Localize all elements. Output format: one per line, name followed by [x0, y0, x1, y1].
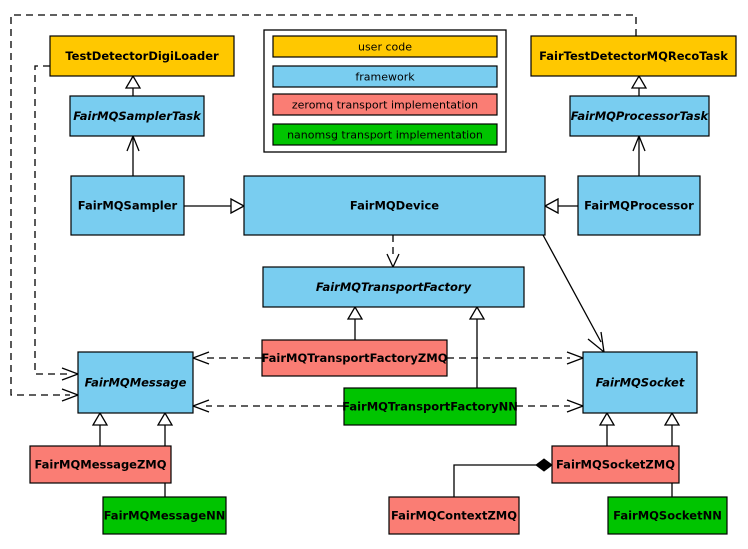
class-node-FairMQMessageNN[interactable]: FairMQMessageNN [102, 496, 227, 535]
class-box-FairMQContextZMQ[interactable] [388, 496, 520, 535]
legend-swatch-nanomsg [272, 123, 498, 146]
class-label-FairMQSocketNN: FairMQSocketNN [613, 509, 722, 523]
edge-contextzmq-to-socketzmq [453, 464, 536, 497]
arrowhead-factoryzmq-to-transportfactory [346, 305, 364, 320]
arrowhead-socketnn-to-socket [663, 411, 681, 426]
legend-swatch-framework [272, 65, 498, 88]
class-label-FairMQContextZMQ: FairMQContextZMQ [391, 509, 517, 523]
node-layer: TestDetectorDigiLoader FairTestDetectorMQ… [29, 35, 737, 535]
class-label-FairMQProcessor: FairMQProcessor [584, 199, 694, 213]
arrowhead-factorynn-to-transportfactory [468, 305, 486, 320]
class-node-FairMQSocket[interactable]: FairMQSocket [582, 351, 698, 414]
class-box-FairMQTransportFactoryNN[interactable] [343, 387, 517, 426]
class-node-FairMQTransportFactory[interactable]: FairMQTransportFactory [262, 266, 525, 308]
arrowhead-socketzmq-to-socket [598, 411, 616, 426]
class-label-FairMQSocketZMQ: FairMQSocketZMQ [556, 458, 675, 472]
arrowhead-processortask-to-recotask [630, 74, 648, 89]
class-box-FairMQSocketNN[interactable] [607, 496, 728, 535]
class-label-FairMQTransportFactory: FairMQTransportFactory [316, 280, 472, 294]
arrowhead-samplertask-to-digiloader [124, 74, 142, 89]
class-label-TestDetectorDigiLoader: TestDetectorDigiLoader [65, 49, 219, 63]
class-node-FairTestDetectorMQRecoTask[interactable]: FairTestDetectorMQRecoTask [530, 35, 737, 77]
class-node-TestDetectorDigiLoader[interactable]: TestDetectorDigiLoader [49, 35, 235, 77]
class-label-FairMQMessageZMQ: FairMQMessageZMQ [34, 458, 166, 472]
class-label-FairMQSampler: FairMQSampler [78, 199, 178, 213]
class-label-FairMQMessageNN: FairMQMessageNN [104, 509, 226, 523]
legend-item-zeromq: zeromq transport implementation [272, 93, 498, 116]
edge-digiloader-to-message [34, 65, 70, 375]
arrowhead-messagezmq-to-message [91, 411, 109, 426]
class-box-FairMQMessage[interactable] [77, 351, 194, 414]
class-node-FairMQMessage[interactable]: FairMQMessage [77, 351, 194, 414]
class-label-FairMQSocket: FairMQSocket [596, 376, 685, 390]
class-box-FairMQProcessorTask[interactable] [569, 95, 710, 137]
arrowhead-processor-to-device [543, 197, 559, 215]
class-node-FairMQMessageZMQ[interactable]: FairMQMessageZMQ [29, 445, 172, 484]
class-label-FairMQTransportFactoryNN: FairMQTransportFactoryNN [342, 400, 518, 414]
class-node-FairMQTransportFactoryZMQ[interactable]: FairMQTransportFactoryZMQ [261, 339, 448, 377]
class-box-FairMQSampler[interactable] [70, 175, 185, 236]
class-node-FairMQContextZMQ[interactable]: FairMQContextZMQ [388, 496, 520, 535]
class-box-FairTestDetectorMQRecoTask[interactable] [530, 35, 737, 77]
class-node-FairMQProcessorTask[interactable]: FairMQProcessorTask [569, 95, 710, 137]
legend-item-nanomsg: nanomsg transport implementation [272, 123, 498, 146]
class-node-FairMQDevice[interactable]: FairMQDevice [243, 175, 546, 236]
legend-label-user-code: user code [358, 41, 412, 54]
class-box-FairMQSocket[interactable] [582, 351, 698, 414]
class-label-FairMQDevice: FairMQDevice [350, 199, 439, 213]
class-node-FairMQSocketZMQ[interactable]: FairMQSocketZMQ [551, 445, 680, 484]
legend-item-user-code: user code [272, 35, 498, 58]
class-box-FairMQMessageNN[interactable] [102, 496, 227, 535]
class-node-FairMQSampler[interactable]: FairMQSampler [70, 175, 185, 236]
legend-item-framework: framework [272, 65, 498, 88]
legend-swatch-zeromq [272, 93, 498, 116]
class-box-TestDetectorDigiLoader[interactable] [49, 35, 235, 77]
arrowhead-sampler-to-device [230, 197, 246, 215]
class-box-FairMQDevice[interactable] [243, 175, 546, 236]
class-node-FairMQTransportFactoryNN[interactable]: FairMQTransportFactoryNN [342, 387, 518, 426]
class-label-FairMQMessage: FairMQMessage [85, 376, 187, 390]
class-box-FairMQProcessor[interactable] [577, 175, 701, 236]
legend-label-nanomsg: nanomsg transport implementation [287, 129, 483, 142]
class-node-FairMQSamplerTask[interactable]: FairMQSamplerTask [69, 95, 205, 137]
class-label-FairMQSamplerTask: FairMQSamplerTask [73, 109, 202, 123]
legend-label-framework: framework [355, 71, 415, 84]
edge-recotask-to-message [10, 14, 637, 396]
class-box-FairMQSamplerTask[interactable] [69, 95, 205, 137]
class-label-FairTestDetectorMQRecoTask: FairTestDetectorMQRecoTask [539, 49, 728, 63]
class-box-FairMQSocketZMQ[interactable] [551, 445, 680, 484]
legend-label-zeromq: zeromq transport implementation [292, 99, 478, 112]
class-node-FairMQProcessor[interactable]: FairMQProcessor [577, 175, 701, 236]
class-node-FairMQSocketNN[interactable]: FairMQSocketNN [607, 496, 728, 535]
class-box-FairMQMessageZMQ[interactable] [29, 445, 172, 484]
class-box-FairMQTransportFactoryZMQ[interactable] [261, 339, 448, 377]
edge-device-to-socket [542, 234, 602, 343]
arrowhead-messagenn-to-message [156, 411, 174, 426]
class-label-FairMQTransportFactoryZMQ: FairMQTransportFactoryZMQ [261, 351, 447, 365]
legend-swatch-user-code [272, 35, 498, 58]
legend: user code framework zeromq transport imp… [263, 29, 507, 153]
class-label-FairMQProcessorTask: FairMQProcessorTask [571, 109, 710, 123]
edge-layer [10, 14, 681, 497]
class-box-FairMQTransportFactory[interactable] [262, 266, 525, 308]
